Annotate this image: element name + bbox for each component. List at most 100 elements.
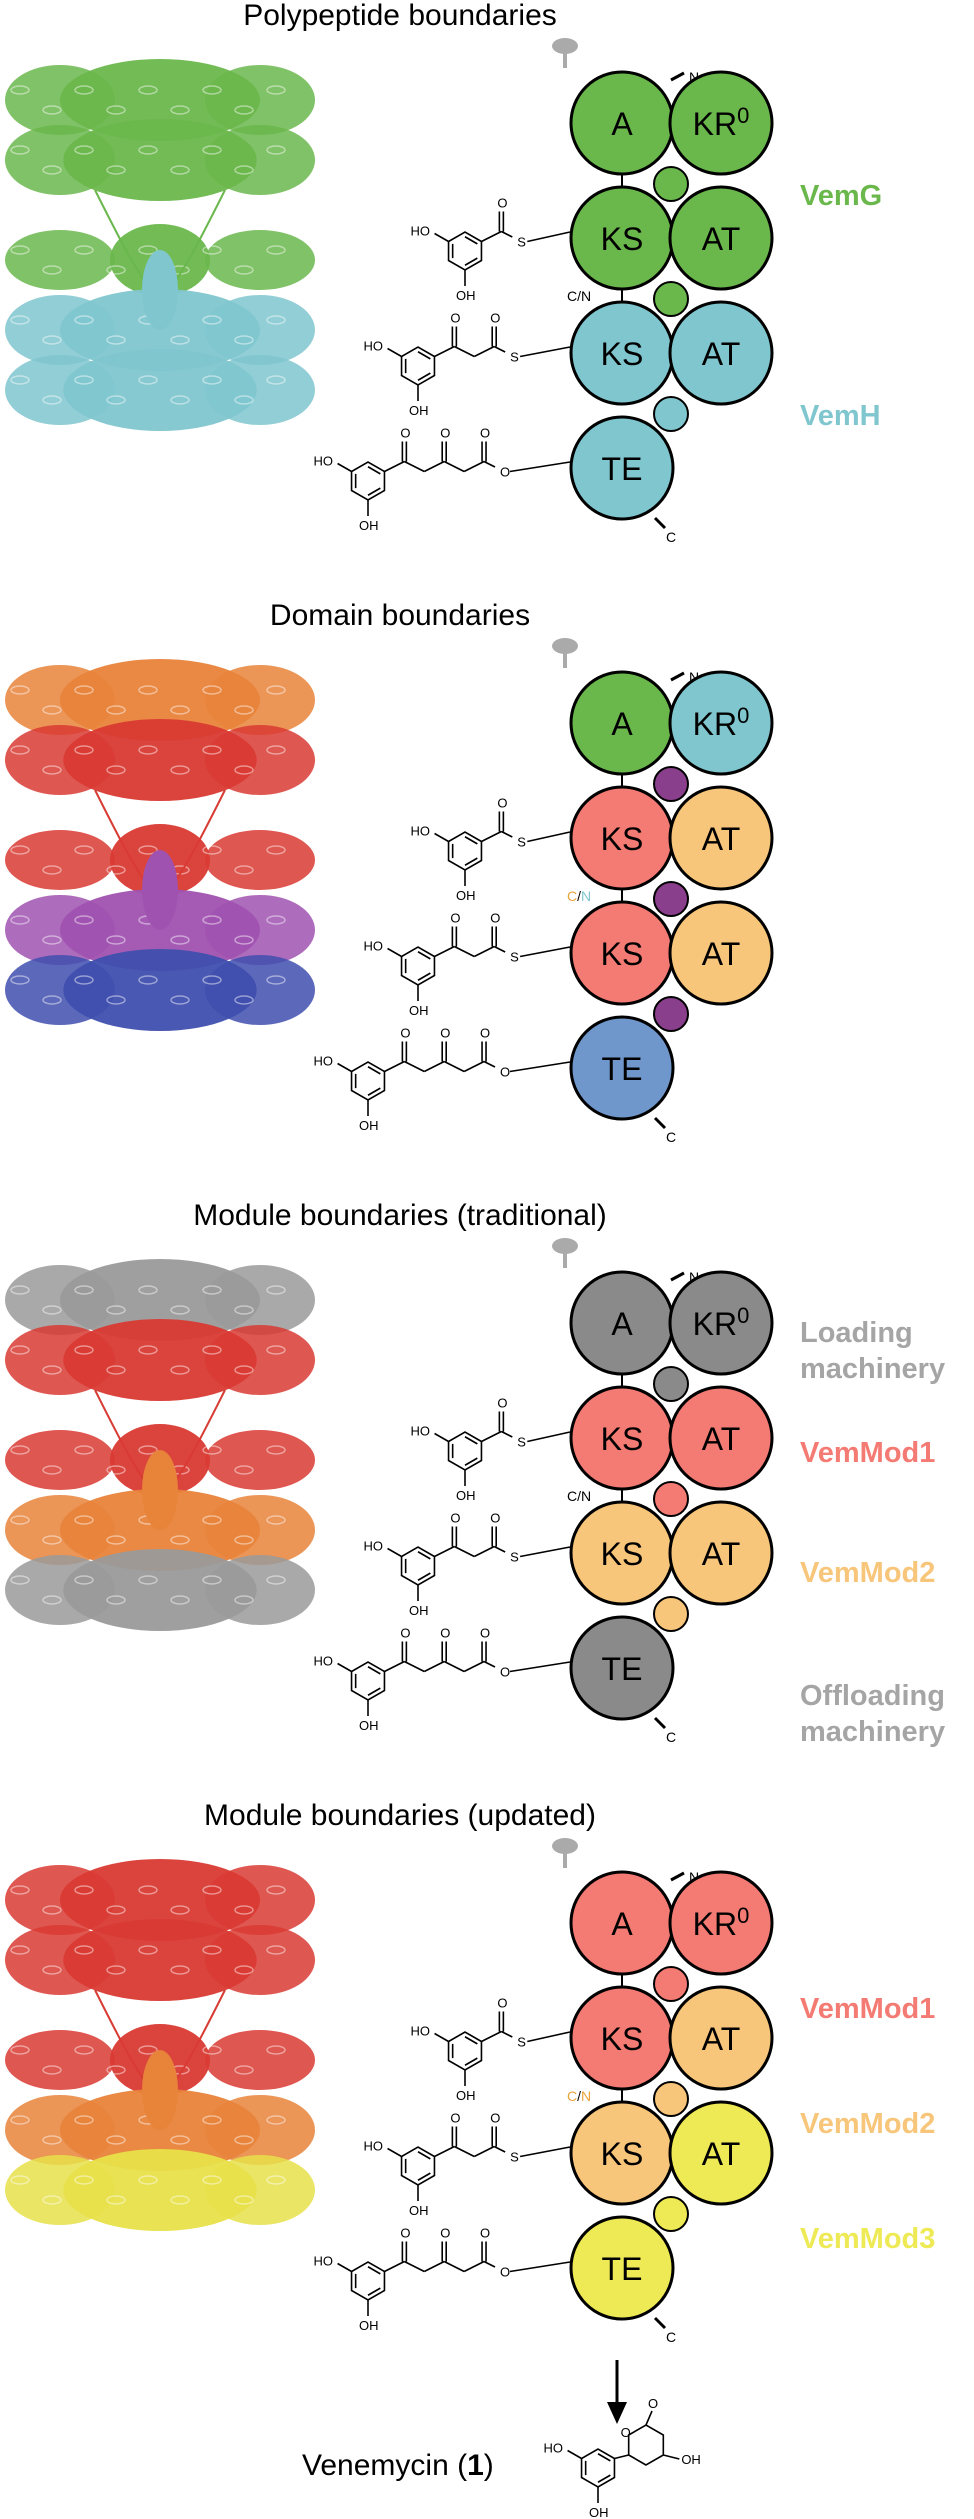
heteroatom-label: S	[517, 1435, 526, 1450]
carbonyl-oxygen: O	[490, 2111, 500, 2126]
domain-kr	[668, 1870, 774, 1976]
junction-label: C/N	[567, 2088, 591, 2104]
domain-te	[569, 1015, 675, 1121]
domain-label: KR0	[693, 703, 750, 742]
domain-label: KS	[601, 1421, 644, 1457]
hydroxyl-label: HO	[364, 1539, 384, 1554]
n-terminus-tick	[670, 1271, 685, 1282]
module-label: VemMod1	[800, 1437, 935, 1469]
benzene-ring	[400, 1546, 436, 1586]
hydroxyl-label: HO	[411, 2024, 431, 2039]
tether-pin-head	[552, 1838, 578, 1854]
hydroxyl-label: OH	[456, 1488, 476, 1503]
carbonyl-oxygen: O	[480, 2226, 490, 2241]
domain-label: AT	[702, 1536, 741, 1572]
acp-helix	[142, 850, 178, 930]
domain-label: AT	[702, 821, 741, 857]
protein-core	[63, 349, 257, 431]
c-terminus-label: C	[666, 2329, 676, 2345]
heteroatom-label: S	[517, 2035, 526, 2050]
domain-label: AT	[702, 2136, 741, 2172]
product-name: Venemycin (1)	[302, 2449, 494, 2482]
acp-domain	[653, 2081, 689, 2117]
c-terminus-tick	[653, 2316, 667, 2330]
module-label: VemMod3	[800, 2223, 935, 2255]
carbonyl-oxygen: O	[648, 2396, 658, 2411]
hydroxyl-label: HO	[544, 2441, 564, 2456]
tether-pin-head	[552, 1238, 578, 1254]
domain-kr	[668, 1270, 774, 1376]
acp-domain	[653, 396, 689, 432]
module-label: VemMod1	[800, 1993, 935, 2025]
pyrone-ring	[627, 2424, 665, 2466]
tether-pin-head	[552, 38, 578, 54]
carbonyl-oxygen: O	[480, 1626, 490, 1641]
carbonyl-oxygen: O	[450, 1511, 460, 1526]
benzene-ring	[447, 231, 483, 271]
hydroxyl-label: OH	[409, 2203, 429, 2218]
hydroxyl-label: HO	[314, 2254, 334, 2269]
benzene-ring	[350, 1661, 386, 1701]
acp-domain	[653, 1481, 689, 1517]
hydroxyl-label: OH	[456, 888, 476, 903]
heteroatom-label: S	[510, 1550, 519, 1565]
acp-domain	[653, 281, 689, 317]
hydroxyl-label: OH	[359, 2318, 379, 2333]
n-terminus-tick	[670, 1871, 685, 1882]
acp-domain	[653, 1966, 689, 2002]
acp-domain	[653, 881, 689, 917]
hydroxyl-label: HO	[411, 224, 431, 239]
domain-label: A	[611, 706, 633, 742]
benzene-ring	[400, 946, 436, 986]
carbonyl-oxygen: O	[497, 796, 507, 811]
carbonyl-oxygen: O	[400, 2226, 410, 2241]
protein-core	[63, 949, 257, 1031]
domain-label: TE	[602, 2251, 643, 2287]
c-terminus-label: C	[666, 1129, 676, 1145]
domain-label: KS	[601, 336, 644, 372]
domain-label: KS	[601, 936, 644, 972]
heteroatom-label: O	[500, 1665, 510, 1680]
protein-core	[63, 1549, 257, 1631]
hydroxyl-label: OH	[456, 288, 476, 303]
heteroatom-label: S	[510, 2150, 519, 2165]
module-label: VemG	[800, 180, 882, 212]
carbonyl-oxygen: O	[490, 911, 500, 926]
domain-at	[668, 900, 774, 1006]
domain-label: AT	[702, 336, 741, 372]
acp-domain	[653, 996, 689, 1032]
c-terminus-tick	[653, 1116, 667, 1130]
protein-core	[60, 59, 260, 141]
hydroxyl-label: OH	[409, 1603, 429, 1618]
protein-core	[63, 1919, 257, 2001]
protein-structure	[5, 659, 315, 1031]
benzene-ring	[350, 1061, 386, 1101]
domain-at	[668, 785, 774, 891]
domain-label: KS	[601, 221, 644, 257]
hydroxyl-label: OH	[359, 1718, 379, 1733]
benzene-ring	[350, 2261, 386, 2301]
domain-label: KS	[601, 2021, 644, 2057]
n-terminus-label: N	[689, 1269, 699, 1285]
acp-domain	[653, 766, 689, 802]
protein-lobe	[5, 230, 115, 290]
n-terminus-tick	[670, 71, 685, 82]
domain-label: KS	[601, 2136, 644, 2172]
module-label: VemH	[800, 400, 881, 432]
domain-label: A	[611, 1906, 633, 1942]
n-terminus-label: N	[689, 1869, 699, 1885]
hydroxyl-label: OH	[409, 1003, 429, 1018]
protein-lobe	[5, 2030, 115, 2090]
domain-label: AT	[702, 1421, 741, 1457]
heteroatom-label: O	[500, 2265, 510, 2280]
heteroatom-label: S	[510, 950, 519, 965]
carbonyl-oxygen: O	[480, 426, 490, 441]
protein-core	[63, 119, 257, 201]
protein-core	[63, 2149, 257, 2231]
domain-at	[668, 1385, 774, 1491]
domain-at	[668, 185, 774, 291]
acp-helix	[142, 250, 178, 330]
